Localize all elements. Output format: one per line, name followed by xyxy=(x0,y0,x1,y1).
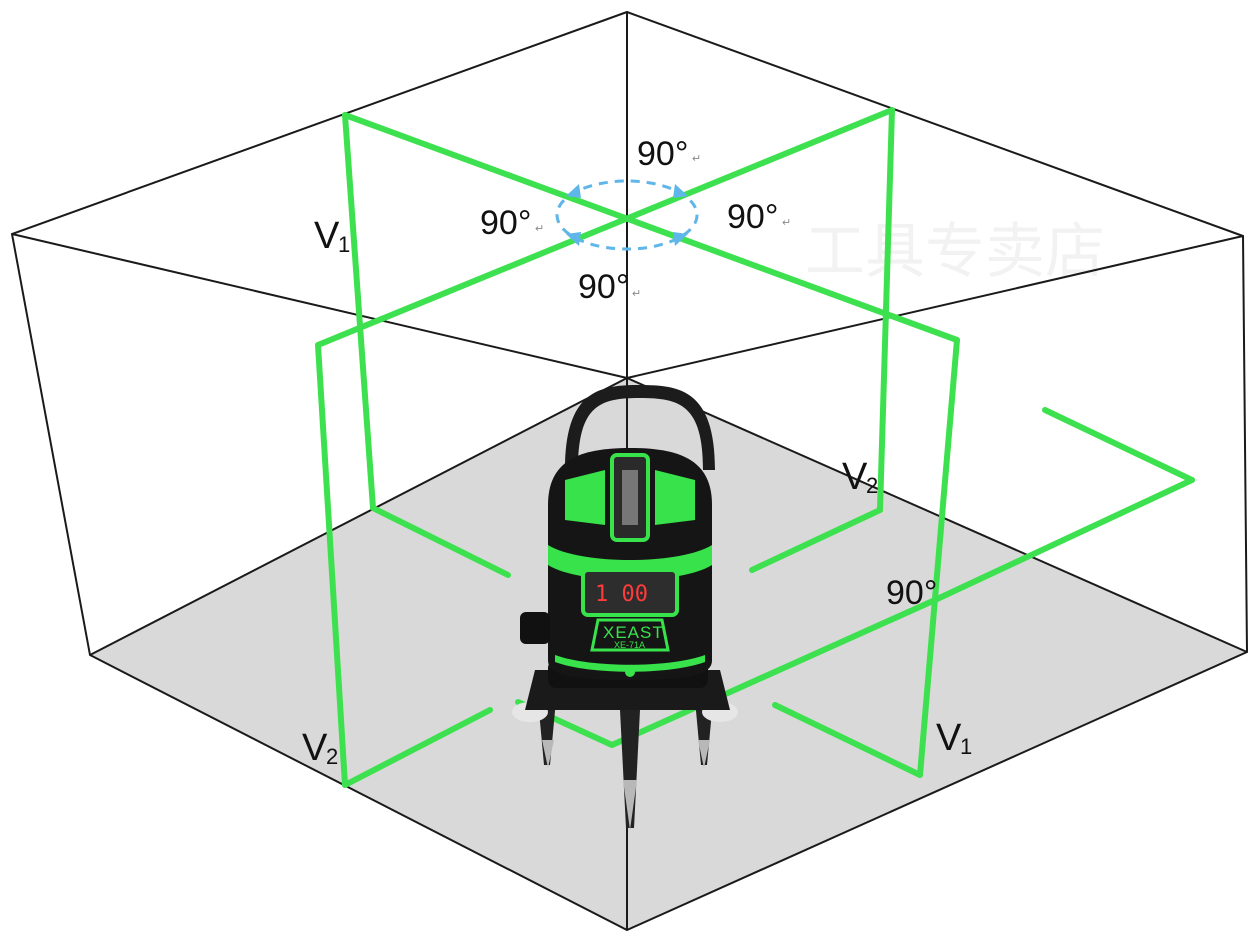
angle-label-right: 90° xyxy=(727,198,778,236)
device-laser-window-inner xyxy=(622,470,638,525)
device-display: 1 00 xyxy=(595,582,648,607)
watermark-text: 工具专卖店 xyxy=(805,217,1105,287)
return-mark: ↵ xyxy=(535,223,544,235)
arrowhead-icon xyxy=(673,184,688,198)
device-side-knob xyxy=(520,612,550,644)
v2-label-mid: V xyxy=(842,456,868,498)
v2-label-mid-sub: 2 xyxy=(866,473,878,498)
v2-label-bottom-left-sub: 2 xyxy=(326,744,338,769)
return-mark: ↵ xyxy=(692,153,701,165)
laser-vertical-back-left xyxy=(345,115,373,508)
v1-label-left: V xyxy=(314,215,340,257)
angle-label-left: 90° xyxy=(480,204,531,242)
device-model: XE-71A xyxy=(614,640,645,650)
angle-label-bottom: 90° xyxy=(578,268,629,306)
v2-label-bottom-left: V xyxy=(302,727,328,769)
return-mark: ↵ xyxy=(782,217,791,229)
device-power-indicator xyxy=(625,667,635,677)
laser-wall-horizontal xyxy=(1045,410,1192,480)
angle-label-floor: 90° xyxy=(886,574,937,612)
v1-label-bottom-right: V xyxy=(936,717,962,759)
return-mark: ↵ xyxy=(632,288,641,300)
v1-label-left-sub: 1 xyxy=(338,232,350,257)
arrowhead-icon xyxy=(566,184,581,198)
angle-label-top: 90° xyxy=(637,135,688,173)
v1-label-bottom-right-sub: 1 xyxy=(960,734,972,759)
